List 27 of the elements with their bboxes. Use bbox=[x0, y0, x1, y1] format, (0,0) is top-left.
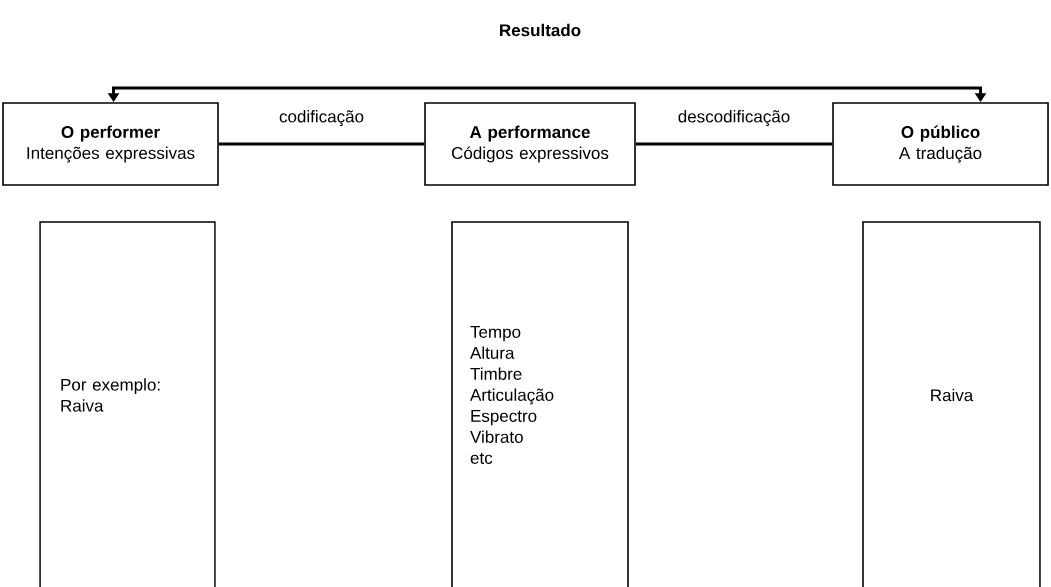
node-label: A performance bbox=[469, 125, 590, 142]
node-label: Intenções expressivas bbox=[27, 146, 195, 163]
connector bbox=[218, 142, 425, 146]
text-panel bbox=[862, 221, 1041, 587]
process-box bbox=[424, 102, 636, 186]
node-label: O performer bbox=[61, 125, 160, 142]
node-label: O público bbox=[901, 125, 980, 142]
node-label: A tradução bbox=[898, 146, 982, 163]
edge-label: descodificação bbox=[676, 109, 792, 127]
text-panel bbox=[39, 221, 216, 587]
node-label: Timbre bbox=[470, 367, 522, 380]
node-label: Por exemplo: bbox=[61, 378, 160, 395]
text-panel bbox=[451, 221, 629, 587]
node-label: Articulação bbox=[470, 388, 554, 405]
edge-label: Resultado bbox=[497, 22, 583, 38]
edge-label: codificação bbox=[278, 109, 366, 127]
node-label: Altura bbox=[470, 346, 515, 359]
node-label: Vibrato bbox=[470, 430, 523, 443]
node-label: Tempo bbox=[470, 326, 521, 342]
node-label: Códigos expressivos bbox=[451, 146, 609, 163]
node-label: Raiva bbox=[61, 399, 104, 412]
node-label: Raiva bbox=[931, 388, 974, 402]
connector bbox=[635, 142, 833, 146]
process-box bbox=[2, 102, 219, 186]
process-box bbox=[832, 102, 1049, 186]
node-label: etc bbox=[470, 452, 493, 464]
node-label: Espectro bbox=[471, 410, 537, 426]
